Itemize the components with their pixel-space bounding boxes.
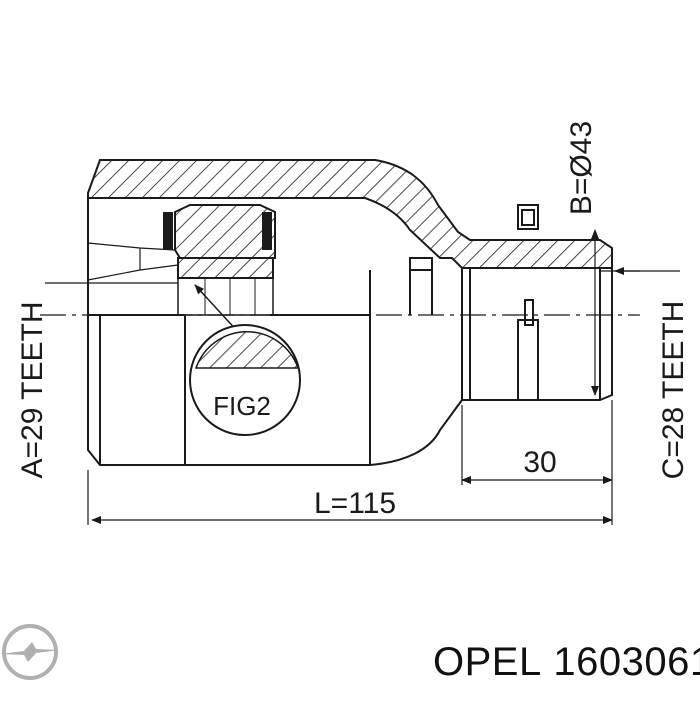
dimension-length-label: L=115: [314, 487, 396, 520]
fig2-detail-callout: FIG2: [188, 284, 302, 436]
stub-shaft: [409, 204, 539, 401]
dimension-c-label: C=28 TEETH: [657, 301, 690, 480]
part-caption: OPEL 1603061: [433, 640, 700, 685]
housing-upper-section: [87, 159, 613, 269]
dimension-b-label: B=Ø43: [565, 121, 598, 215]
inner-spline-section: [87, 204, 276, 316]
dimension-b: B=Ø43: [565, 121, 599, 396]
dimension-c: C=28 TEETH: [600, 267, 690, 480]
dimension-a: A=29 TEETH: [16, 282, 178, 479]
dimension-length: L=115: [87, 400, 613, 525]
fig2-label: FIG2: [213, 391, 271, 421]
dimension-stub-length: 30: [461, 405, 613, 485]
dimension-a-label: A=29 TEETH: [16, 301, 49, 478]
part-number: 1603061: [553, 640, 700, 684]
opel-logo-icon: [0, 624, 60, 680]
brand-name: OPEL: [433, 640, 542, 684]
dimension-stub-label: 30: [523, 446, 556, 479]
